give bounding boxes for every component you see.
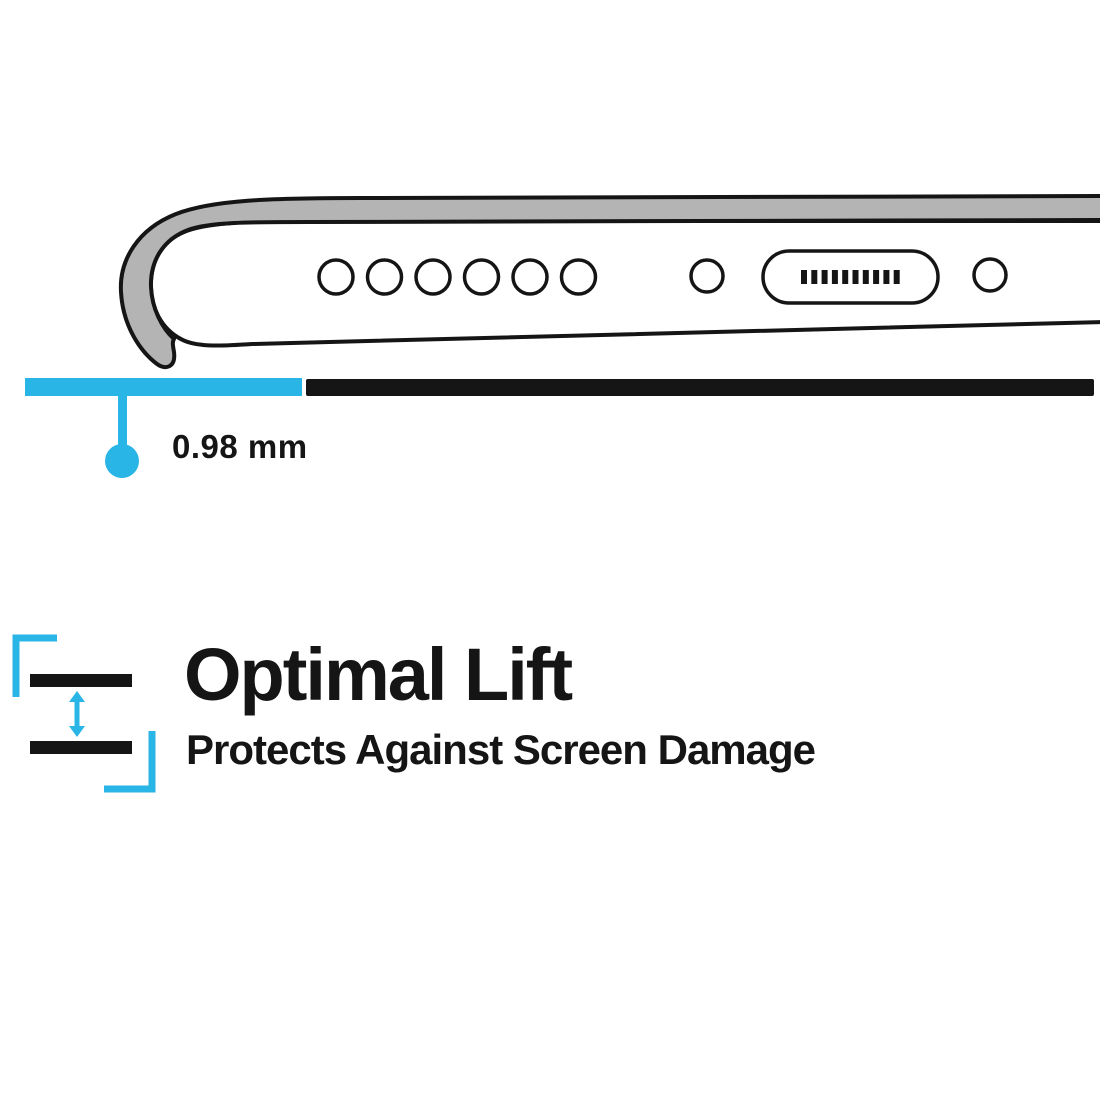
charging-port-icon	[761, 249, 940, 305]
port-pin	[852, 270, 859, 284]
speaker-holes	[317, 258, 598, 296]
port-pin	[893, 270, 900, 284]
charging-port-pins	[801, 270, 900, 284]
bracket-top-left-icon	[12, 634, 57, 697]
port-pin	[811, 270, 818, 284]
case-bumper	[118, 194, 1100, 370]
speaker-hole-icon	[462, 258, 501, 296]
lift-arrow-head-down-icon	[69, 726, 85, 737]
speaker-hole-icon	[511, 258, 549, 296]
port-pin	[883, 270, 890, 284]
port-pin	[831, 270, 838, 284]
speaker-hole-icon	[559, 258, 598, 296]
screw-hole-icon	[972, 257, 1008, 293]
speaker-hole-icon	[317, 258, 355, 296]
speaker-hole-icon	[414, 258, 452, 296]
port-pin	[842, 270, 849, 284]
phone-body	[148, 219, 1100, 348]
port-pin	[821, 270, 828, 284]
feature-heading: Optimal Lift	[184, 633, 573, 716]
port-pin	[801, 270, 807, 284]
lift-arrow-head-up-icon	[69, 691, 85, 702]
lift-gap-bar	[25, 378, 302, 396]
port-pin	[873, 270, 880, 284]
measurement-label: 0.98 mm	[172, 428, 308, 465]
lift-icon-bottom-bar	[30, 741, 132, 754]
feature-subheading: Protects Against Screen Damage	[186, 726, 816, 773]
mic-hole-icon	[689, 258, 725, 294]
port-pin	[862, 270, 869, 284]
measure-dot	[105, 444, 139, 478]
lift-icon-top-bar	[30, 674, 132, 687]
bracket-bottom-right-icon	[104, 731, 156, 793]
surface-bar	[306, 379, 1094, 396]
measure-stem	[118, 396, 127, 446]
speaker-hole-icon	[365, 258, 404, 296]
